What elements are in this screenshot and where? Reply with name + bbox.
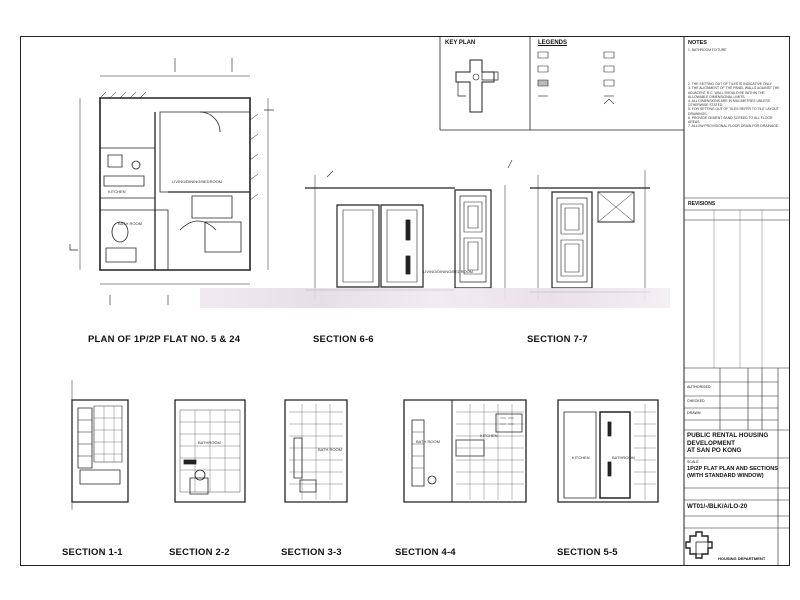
note-item: 3. THE ALIGNMENT OF THE PANEL WALLS AGAI…	[688, 86, 780, 99]
section-5-5-title: SECTION 5-5	[557, 547, 618, 558]
note-item: 5. FOR SETTING OUT OF TILES REFER TO TIL…	[688, 107, 779, 116]
section-6-6-title: SECTION 6-6	[313, 334, 374, 345]
section-3-room-label: BATH ROOM	[318, 447, 342, 452]
section-3-3-title: SECTION 3-3	[281, 547, 342, 558]
note-item: 2. THE SETTING OUT OF TILES IS INDICATIV…	[688, 82, 773, 87]
drawing-title-line: (WITH STANDARD WINDOW)	[687, 473, 764, 479]
note-item: 7. ALLOW PROVISIONAL FLOOR DRAIN FOR DRA…	[688, 124, 780, 129]
project-line: PUBLIC RENTAL HOUSING	[687, 432, 769, 439]
drawing-sheet	[20, 36, 790, 566]
section-5-room-label-kitchen: KITCHEN	[572, 455, 590, 460]
notes-list: 1. BATHROOM FIXTURE 2. THE SETTING OUT O…	[688, 48, 784, 128]
project-title: PUBLIC RENTAL HOUSING DEVELOPMENT AT SAN…	[687, 432, 768, 455]
notes-title: NOTES	[688, 40, 707, 46]
section-5-5-linework	[558, 400, 658, 502]
role-authorised: AUTHORISED	[687, 385, 711, 389]
title-block-lines	[684, 198, 790, 566]
section-4-room-label-kitchen: KITCHEN	[480, 433, 498, 438]
section-4-room-label-bath: BATH ROOM	[416, 439, 440, 444]
section-7-7-title: SECTION 7-7	[527, 334, 588, 345]
section-2-2-title: SECTION 2-2	[169, 547, 230, 558]
room-label-living: LIVING/DINING/BEDROOM	[172, 179, 223, 184]
room-label-kitchen: KITCHEN	[108, 189, 126, 194]
revisions-title: REVISIONS	[688, 201, 716, 207]
drawing-title: 1P/2P FLAT PLAN AND SECTIONS (WITH STAND…	[687, 466, 778, 480]
section-2-2-linework	[175, 400, 245, 502]
section-5-room-label-bath: BATHROOM	[612, 455, 635, 460]
key-plan-shape	[456, 60, 498, 112]
room-label-bath: BATH ROOM	[118, 221, 142, 226]
section-1-1-title: SECTION 1-1	[62, 547, 123, 558]
section-3-3-linework	[285, 400, 347, 502]
section-6-room-label: LIVING/DINING/BEDROOM	[423, 269, 474, 274]
drawing-title-line: 1P/2P FLAT PLAN AND SECTIONS	[687, 466, 778, 472]
legend-symbols	[538, 52, 614, 104]
legends-title: LEGENDS	[538, 40, 568, 46]
role-checked: CHECKED	[687, 399, 705, 403]
section-1-1-linework	[72, 380, 128, 510]
redacted-blur-strip	[200, 288, 670, 308]
section-4-4-linework	[404, 400, 526, 502]
project-line: AT SAN PO KONG	[687, 447, 742, 454]
section-7-7-linework	[530, 170, 650, 300]
flat-plan	[70, 58, 274, 305]
role-drawn: DRAWN	[687, 411, 701, 415]
note-item: 1. BATHROOM FIXTURE	[688, 48, 727, 52]
note-item: 6. PROVIDE CEMENT SAND SCREED TO ALL FLO…	[688, 115, 773, 125]
section-4-4-title: SECTION 4-4	[395, 547, 456, 558]
drawing-number: WT01/-/BLK/A/LO-20	[687, 503, 748, 510]
role-scale: SCALE	[687, 460, 699, 464]
project-line: DEVELOPMENT	[687, 439, 735, 447]
housing-department-logo-shape	[686, 532, 712, 558]
note-item: 4. ALL DIMENSIONS ARE IN MILLIMETRES UNL…	[688, 99, 771, 108]
section-2-room-label: BATHROOM	[198, 440, 221, 445]
housing-department-label: HOUSING DEPARTMENT	[718, 556, 766, 561]
section-6-6-linework	[305, 160, 512, 300]
key-plan-title: KEY PLAN	[445, 40, 476, 46]
plan-title: PLAN OF 1P/2P FLAT NO. 5 & 24	[88, 334, 241, 345]
